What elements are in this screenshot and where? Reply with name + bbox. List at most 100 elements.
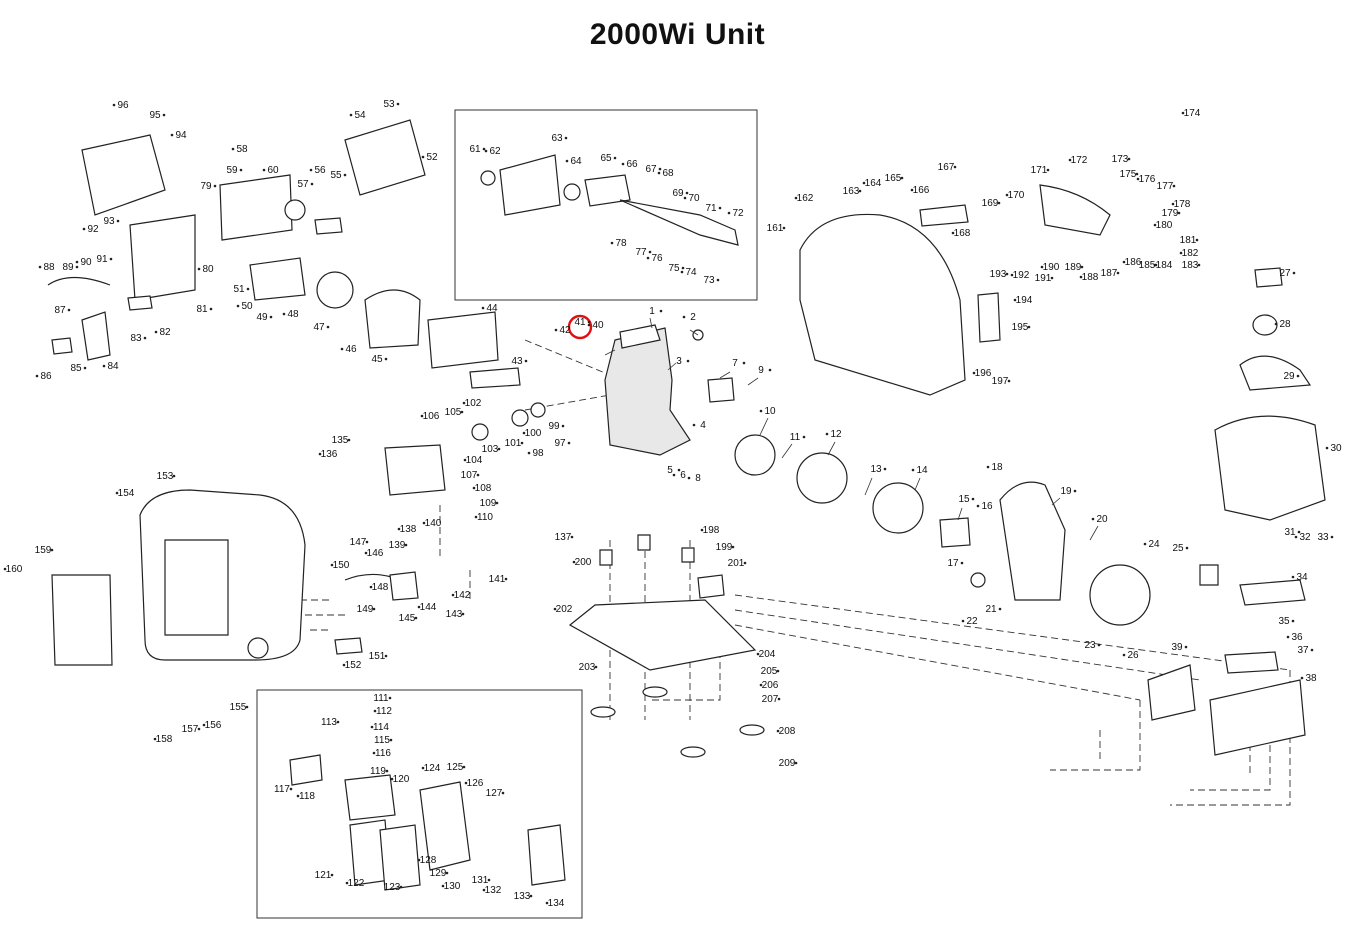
part-label-104: 104 — [466, 455, 483, 466]
part-label-35: 35 — [1278, 616, 1290, 627]
leader-dot-188 — [1079, 275, 1083, 279]
part-label-83: 83 — [130, 333, 142, 344]
leader-dot-27 — [1292, 271, 1296, 275]
part-label-74: 74 — [685, 267, 697, 278]
leader-dot-49 — [269, 315, 273, 319]
part-label-16: 16 — [981, 501, 993, 512]
part-label-67: 67 — [645, 164, 657, 175]
leader-dot-202 — [553, 607, 557, 611]
part-label-6: 6 — [680, 470, 686, 481]
part-label-89: 89 — [62, 262, 74, 273]
part-label-78: 78 — [615, 238, 627, 249]
rear-shell-group — [799, 184, 1111, 396]
leader-dot-141 — [504, 577, 508, 581]
part-label-153: 153 — [157, 471, 174, 482]
part-label-26: 26 — [1127, 650, 1139, 661]
part-label-76: 76 — [651, 253, 663, 264]
part-label-156: 156 — [205, 720, 222, 731]
leader-dot-134 — [545, 901, 549, 905]
part-label-95: 95 — [149, 110, 161, 121]
part-label-79: 79 — [200, 181, 212, 192]
leader-dot-93 — [116, 219, 120, 223]
part-label-123: 123 — [384, 882, 401, 893]
leader-dot-178 — [1171, 202, 1175, 206]
part-label-191: 191 — [1035, 273, 1052, 284]
part-label-162: 162 — [797, 193, 814, 204]
leader-dot-71 — [718, 206, 722, 210]
part-label-20: 20 — [1096, 514, 1108, 525]
leader-dot-207 — [777, 697, 781, 701]
part-label-116: 116 — [375, 748, 391, 759]
leader-dot-121 — [330, 873, 334, 877]
leader-dot-209 — [794, 761, 798, 765]
part-label-209: 209 — [779, 758, 796, 769]
part-label-105: 105 — [445, 407, 462, 418]
leader-dot-8 — [687, 476, 691, 480]
leader-dot-126 — [464, 781, 468, 785]
leader-dot-87 — [67, 308, 71, 312]
part-label-59: 59 — [226, 165, 238, 176]
leader-dot-117 — [289, 787, 293, 791]
part-label-24: 24 — [1148, 539, 1160, 550]
head-cover-group — [427, 311, 521, 389]
part-label-113: 113 — [321, 717, 337, 728]
part-label-180: 180 — [1156, 220, 1173, 231]
part-label-181: 181 — [1180, 235, 1197, 246]
part-label-73: 73 — [703, 275, 715, 286]
leader-dot-39 — [1184, 645, 1188, 649]
leader-dot-13 — [883, 467, 887, 471]
leader-dot-58 — [231, 147, 235, 151]
leader-dot-183 — [1197, 263, 1201, 267]
leader-dot-137 — [570, 535, 574, 539]
leader-dot-186 — [1122, 260, 1126, 264]
leader-dot-38 — [1300, 676, 1304, 680]
carburetor-group — [289, 754, 566, 891]
leader-dot-84 — [102, 364, 106, 368]
leader-dot-64 — [565, 159, 569, 163]
part-label-206: 206 — [762, 680, 779, 691]
leader-dot-4 — [692, 423, 696, 427]
part-label-177: 177 — [1157, 181, 1174, 192]
part-label-133: 133 — [514, 891, 531, 902]
part-label-192: 192 — [1013, 270, 1030, 281]
part-label-110: 110 — [477, 512, 493, 523]
part-label-178: 178 — [1174, 199, 1191, 210]
leader-dot-135 — [347, 438, 351, 442]
leader-dot-67 — [658, 167, 662, 171]
part-label-31: 31 — [1284, 527, 1296, 538]
part-label-165: 165 — [885, 173, 902, 184]
part-label-141: 141 — [489, 574, 506, 585]
leader-dot-35 — [1291, 619, 1295, 623]
part-label-160: 160 — [6, 564, 23, 575]
part-label-96: 96 — [117, 100, 129, 111]
leader-dot-97 — [567, 441, 571, 445]
leader-dot-6 — [672, 473, 676, 477]
part-label-137: 137 — [555, 532, 572, 543]
part-label-36: 36 — [1291, 632, 1303, 643]
leader-dot-9 — [768, 368, 772, 372]
part-label-157: 157 — [182, 724, 199, 735]
leader-dot-85 — [83, 366, 87, 370]
part-label-129: 129 — [430, 868, 447, 879]
part-label-130: 130 — [444, 881, 461, 892]
leader-dot-102 — [462, 401, 466, 405]
part-label-43: 43 — [511, 356, 523, 367]
part-label-176: 176 — [1139, 174, 1156, 185]
part-label-126: 126 — [467, 778, 484, 789]
part-label-131: 131 — [472, 875, 489, 886]
leader-dot-52 — [421, 155, 425, 159]
part-label-70: 70 — [688, 193, 700, 204]
leader-dot-140 — [422, 521, 426, 525]
leader-dot-175 — [1135, 172, 1139, 176]
part-label-41: 41 — [574, 317, 586, 328]
leader-dot-133 — [529, 894, 533, 898]
part-label-196: 196 — [975, 368, 992, 379]
part-label-106: 106 — [423, 411, 440, 422]
part-label-22: 22 — [966, 616, 978, 627]
part-label-122: 122 — [348, 878, 365, 889]
part-label-77: 77 — [635, 247, 647, 258]
leader-dot-2 — [682, 315, 686, 319]
part-label-80: 80 — [202, 264, 214, 275]
part-label-99: 99 — [548, 421, 560, 432]
muffler-group — [480, 154, 739, 246]
